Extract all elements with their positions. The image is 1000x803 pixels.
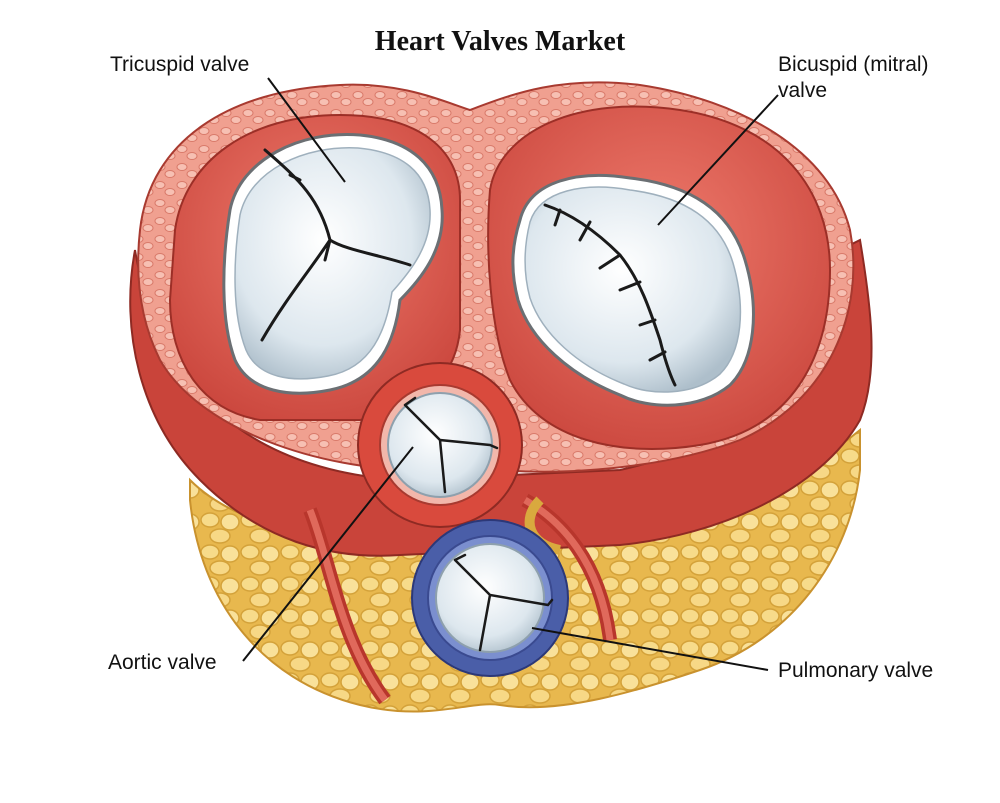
leader-lines bbox=[242, 77, 779, 671]
pulmonary-valve-label: Pulmonary valve bbox=[778, 659, 934, 682]
mitral-valve bbox=[511, 174, 755, 407]
aortic-valve bbox=[357, 362, 523, 528]
bicuspid-leader-line bbox=[657, 94, 779, 226]
bicuspid-valve-label-line2: valve bbox=[778, 79, 828, 102]
aortic-leader-line bbox=[242, 446, 414, 662]
tricuspid-leader-line bbox=[267, 77, 346, 183]
pulmonary-valve bbox=[411, 519, 569, 677]
tricuspid-valve-label: Tricuspid valve bbox=[110, 53, 250, 76]
diagram-title: Heart Valves Market bbox=[374, 26, 626, 57]
pulmonary-leader-line bbox=[531, 627, 769, 671]
tricuspid-valve bbox=[222, 132, 444, 395]
aortic-valve-label: Aortic valve bbox=[108, 651, 217, 674]
bicuspid-valve-label-line1: Bicuspid (mitral) bbox=[778, 53, 929, 76]
